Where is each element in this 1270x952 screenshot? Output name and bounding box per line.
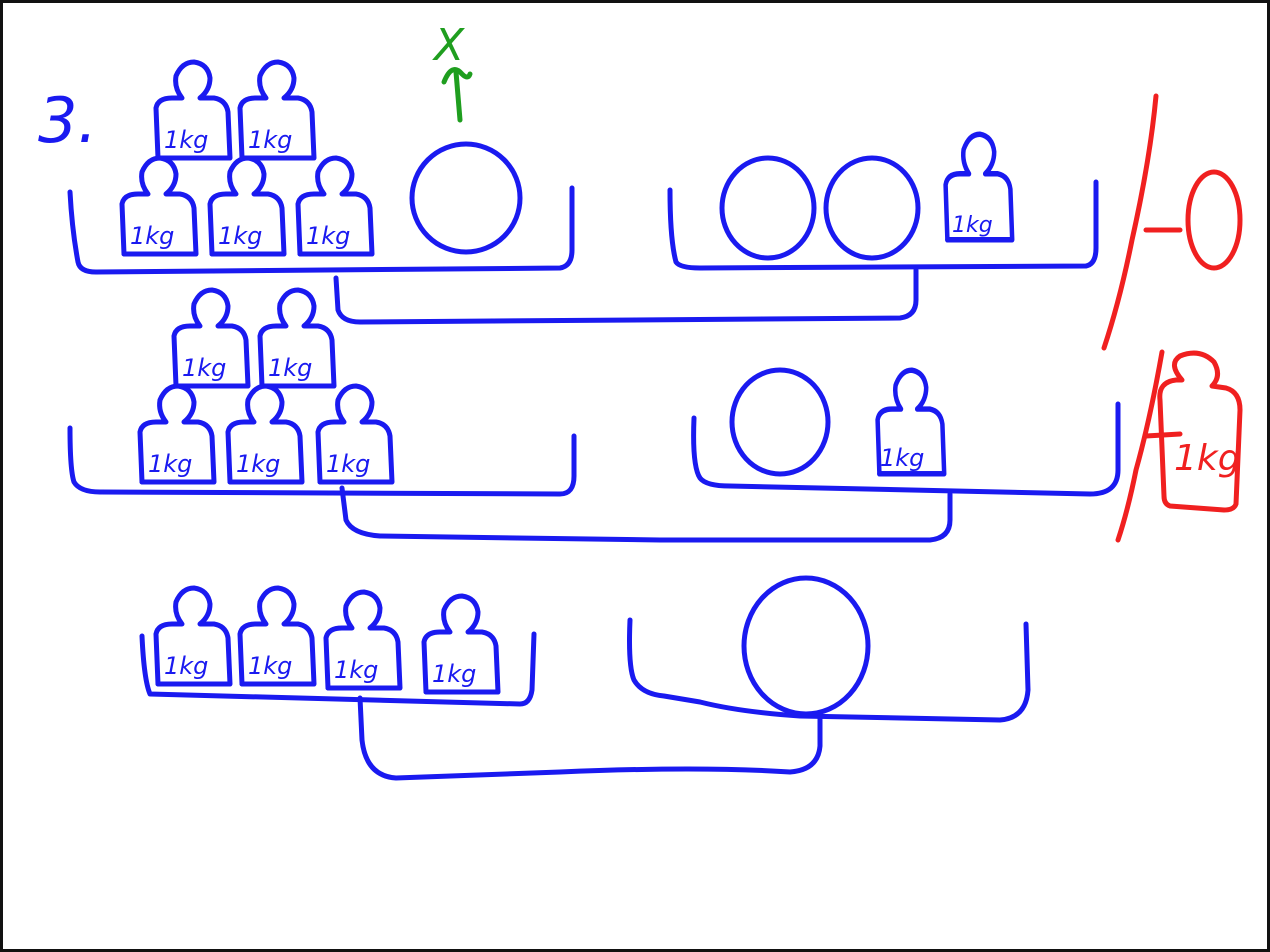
svg-text:1kg: 1kg: [326, 450, 370, 478]
right-pan: [691, 401, 1121, 497]
unknown-circle: [823, 155, 921, 261]
kg-weight: 1kg: [228, 386, 302, 482]
svg-text:1kg: 1kg: [164, 126, 208, 154]
kg-weight: 1kg: [156, 62, 230, 158]
up-arrow-icon: [441, 67, 473, 123]
operation-remove-circle: [1101, 93, 1243, 351]
divider-slash: [1101, 93, 1159, 351]
balance-row-2: 1kg 1kg 1kg 1kg 1kg 1kg: [67, 290, 1121, 543]
balance-beam: [357, 695, 823, 781]
balance-row-1: 1kg 1kg 1kg 1kg 1kg 1kg: [67, 62, 1099, 325]
kg-weight: 1kg: [140, 386, 214, 482]
problem-number: 3.: [38, 84, 97, 157]
kg-weight: 1kg: [424, 596, 498, 692]
unknown-circle: [719, 155, 817, 261]
kg-weight-label: 1kg: [880, 444, 924, 472]
svg-text:1kg: 1kg: [432, 660, 476, 688]
svg-text:1kg: 1kg: [268, 354, 312, 382]
divider-slash: [1115, 349, 1165, 543]
balance-beam: [333, 267, 919, 325]
kg-weight-label: 1kg: [952, 213, 993, 238]
balance-beam: [339, 485, 953, 543]
unknown-annotation: X: [432, 20, 473, 123]
svg-text:1kg: 1kg: [182, 354, 226, 382]
kg-weight: 1kg: [326, 592, 400, 688]
svg-text:1kg: 1kg: [236, 450, 280, 478]
svg-text:1kg: 1kg: [306, 222, 350, 250]
red-kg-label: 1kg: [1174, 438, 1241, 479]
svg-text:1kg: 1kg: [130, 222, 174, 250]
svg-text:1kg: 1kg: [148, 450, 192, 478]
left-pan: [139, 631, 537, 707]
unknown-circle: [409, 141, 523, 255]
unknown-circle: [741, 575, 871, 717]
unknown-x-label: X: [432, 20, 465, 71]
svg-text:1kg: 1kg: [248, 652, 292, 680]
left-pan: [67, 425, 577, 497]
balance-row-3: 1kg 1kg 1kg 1kg: [139, 575, 1031, 781]
kg-weight: 1kg: [156, 588, 230, 684]
kg-weight: 1kg: [240, 62, 314, 158]
red-kg-weight: [1157, 350, 1243, 513]
kg-weight: 1kg: [210, 158, 284, 254]
kg-weight: 1kg: [174, 290, 248, 386]
operation-remove-weight: 1kg: [1115, 349, 1243, 543]
svg-text:1kg: 1kg: [334, 656, 378, 684]
minus-circle: [1185, 169, 1243, 271]
kg-weight: 1kg: [260, 290, 334, 386]
svg-text:1kg: 1kg: [164, 652, 208, 680]
kg-weight: 1kg: [298, 158, 372, 254]
svg-text:1kg: 1kg: [218, 222, 262, 250]
right-pan: [627, 617, 1031, 723]
unknown-circle: [729, 367, 831, 477]
svg-text:1kg: 1kg: [248, 126, 292, 154]
left-pan: [67, 185, 575, 275]
kg-weight: 1kg: [122, 158, 196, 254]
kg-weight: 1kg: [318, 386, 392, 482]
kg-weight: 1kg: [240, 588, 314, 684]
right-pan: [667, 179, 1099, 271]
